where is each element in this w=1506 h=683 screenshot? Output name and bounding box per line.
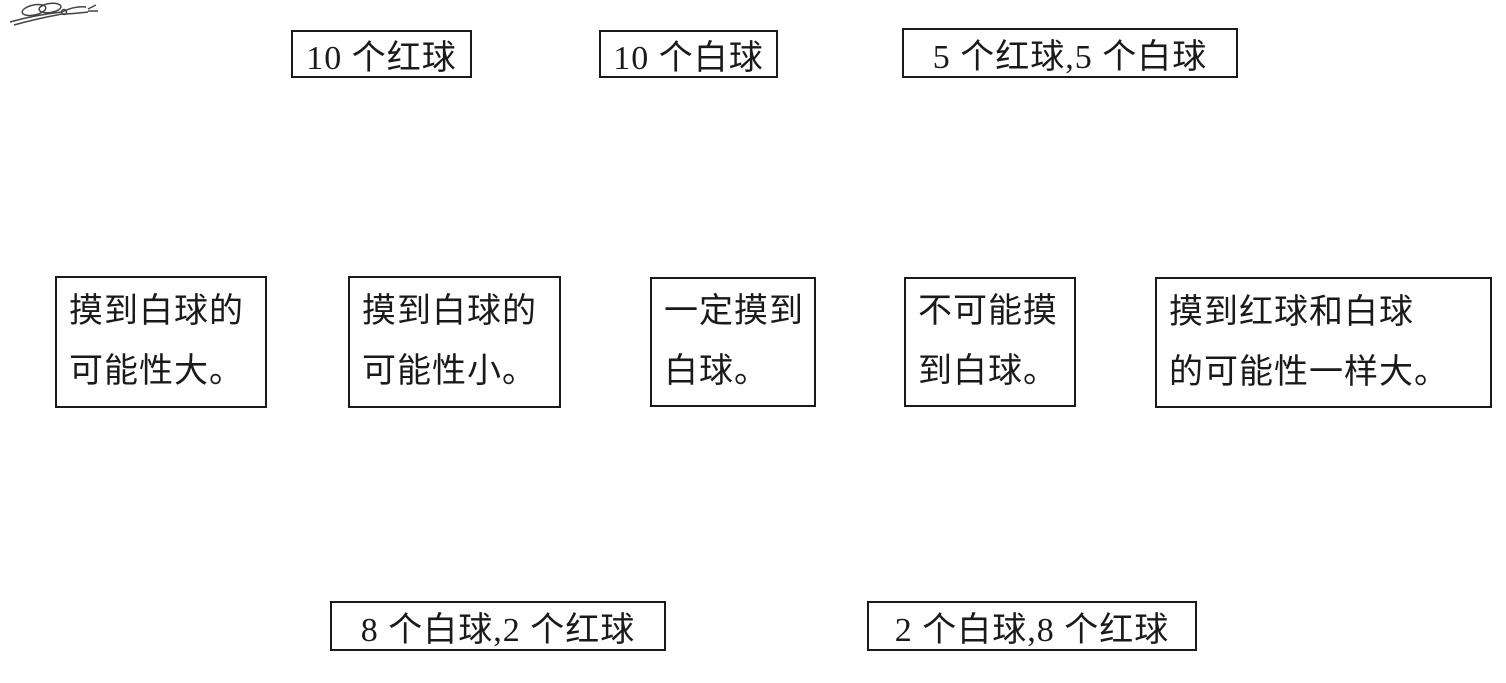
option-box-2-white-8-red: 2 个白球,8 个红球 [867,601,1197,651]
option-box-10-white: 10 个白球 [599,30,778,78]
option-box-10-red: 10 个红球 [291,30,472,78]
option-label: 2 个白球,8 个红球 [894,611,1170,649]
statement-box-white-certain: 一定摸到 白球。 [650,277,816,407]
option-box-5-red-5-white: 5 个红球,5 个白球 [902,28,1238,78]
statement-line-1: 摸到红球和白球 [1169,293,1414,331]
option-box-8-white-2-red: 8 个白球,2 个红球 [330,601,666,651]
option-label: 5 个红球,5 个白球 [932,38,1208,76]
statement-line-2: 到白球。 [918,353,1058,390]
statement-box-white-unlikely: 摸到白球的 可能性小。 [348,276,561,408]
statement-box-white-impossible: 不可能摸 到白球。 [904,277,1076,407]
statement-line-2: 的可能性一样大。 [1169,353,1449,391]
statement-line-2: 可能性小。 [362,353,537,390]
option-label: 10 个白球 [613,39,764,77]
statement-box-equal-chance: 摸到红球和白球 的可能性一样大。 [1155,277,1492,408]
option-label: 10 个红球 [306,39,457,77]
statement-line-2: 白球。 [664,353,769,390]
dragonfly-sketch-icon [9,2,98,26]
statement-line-2: 可能性大。 [69,353,244,390]
option-label: 8 个白球,2 个红球 [360,611,636,649]
statement-line-1: 摸到白球的 [69,293,244,330]
statement-line-1: 不可能摸 [918,293,1058,330]
statement-box-white-likely: 摸到白球的 可能性大。 [55,276,267,408]
statement-line-1: 一定摸到 [664,293,804,330]
statement-line-1: 摸到白球的 [362,293,537,330]
